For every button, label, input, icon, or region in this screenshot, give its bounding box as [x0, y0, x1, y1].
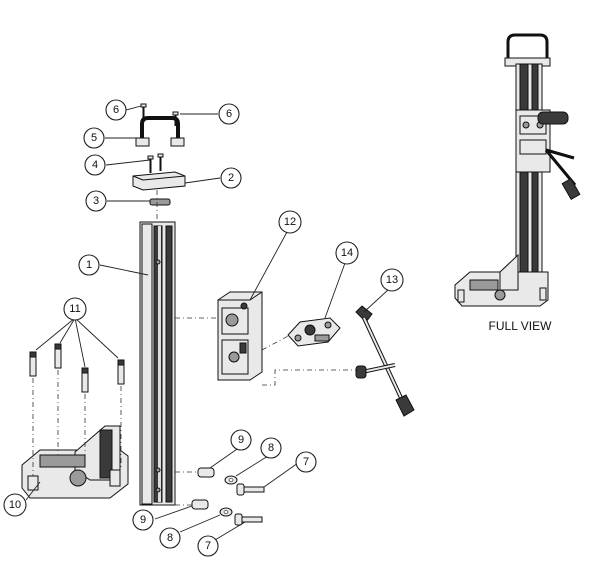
callout-11: 11 [63, 297, 87, 321]
column-part-1 [139, 221, 176, 506]
callout-1: 1 [78, 254, 100, 276]
screw-part-6 [140, 103, 179, 126]
assembly-guide-lines [32, 190, 356, 506]
callout-5: 5 [83, 127, 105, 149]
callout-7-upper: 7 [295, 451, 317, 473]
svg-text:1: 1 [86, 259, 92, 271]
pins-part-11 [29, 343, 125, 393]
svg-text:9: 9 [140, 514, 146, 526]
callout-9-lower: 9 [132, 509, 154, 531]
callout-10: 10 [3, 493, 27, 517]
svg-text:7: 7 [205, 540, 211, 552]
svg-text:8: 8 [268, 442, 274, 454]
svg-text:13: 13 [386, 274, 398, 286]
callout-13: 13 [380, 268, 404, 292]
full-view-label: FULL VIEW [489, 319, 553, 333]
spacer-part-9-upper [197, 467, 215, 478]
full-view-assembly: FULL VIEW [454, 33, 581, 333]
svg-text:2: 2 [228, 172, 234, 184]
callout-6-right: 6 [218, 103, 240, 125]
svg-text:10: 10 [9, 499, 21, 511]
bolt-part-7-upper [236, 483, 265, 496]
svg-text:5: 5 [91, 132, 97, 144]
svg-text:7: 7 [303, 456, 309, 468]
callout-8-upper: 8 [260, 437, 282, 459]
svg-text:8: 8 [167, 532, 173, 544]
plate-part-2 [132, 171, 186, 191]
svg-text:6: 6 [113, 104, 119, 116]
callout-8-lower: 8 [159, 527, 181, 549]
bolt-part-4 [147, 153, 164, 173]
callout-2: 2 [220, 167, 242, 189]
pinion-part-14 [287, 317, 341, 347]
callout-6-left: 6 [105, 99, 127, 121]
washer-part-8-upper [224, 475, 238, 485]
callout-9-upper: 9 [230, 429, 252, 451]
handle-part-5 [135, 116, 185, 147]
spacer-part-9-lower [191, 499, 209, 510]
callout-12: 12 [278, 210, 302, 234]
svg-text:4: 4 [92, 159, 98, 171]
callout-14: 14 [335, 241, 359, 265]
svg-text:11: 11 [69, 303, 80, 315]
callout-3: 3 [85, 190, 107, 212]
base-part-10 [21, 425, 129, 499]
callout-4: 4 [84, 154, 106, 176]
lever-part-13 [355, 305, 415, 417]
svg-text:14: 14 [341, 247, 353, 259]
washer-part-8-lower [219, 507, 233, 517]
pin-part-3 [149, 198, 171, 206]
svg-text:6: 6 [226, 108, 232, 120]
svg-text:9: 9 [238, 434, 244, 446]
leader-lines [25, 105, 389, 541]
svg-text:3: 3 [93, 195, 99, 207]
svg-text:12: 12 [284, 216, 296, 228]
callout-7-lower: 7 [197, 535, 219, 557]
bolt-part-7-lower [234, 513, 263, 526]
carriage-part-12 [217, 291, 263, 381]
